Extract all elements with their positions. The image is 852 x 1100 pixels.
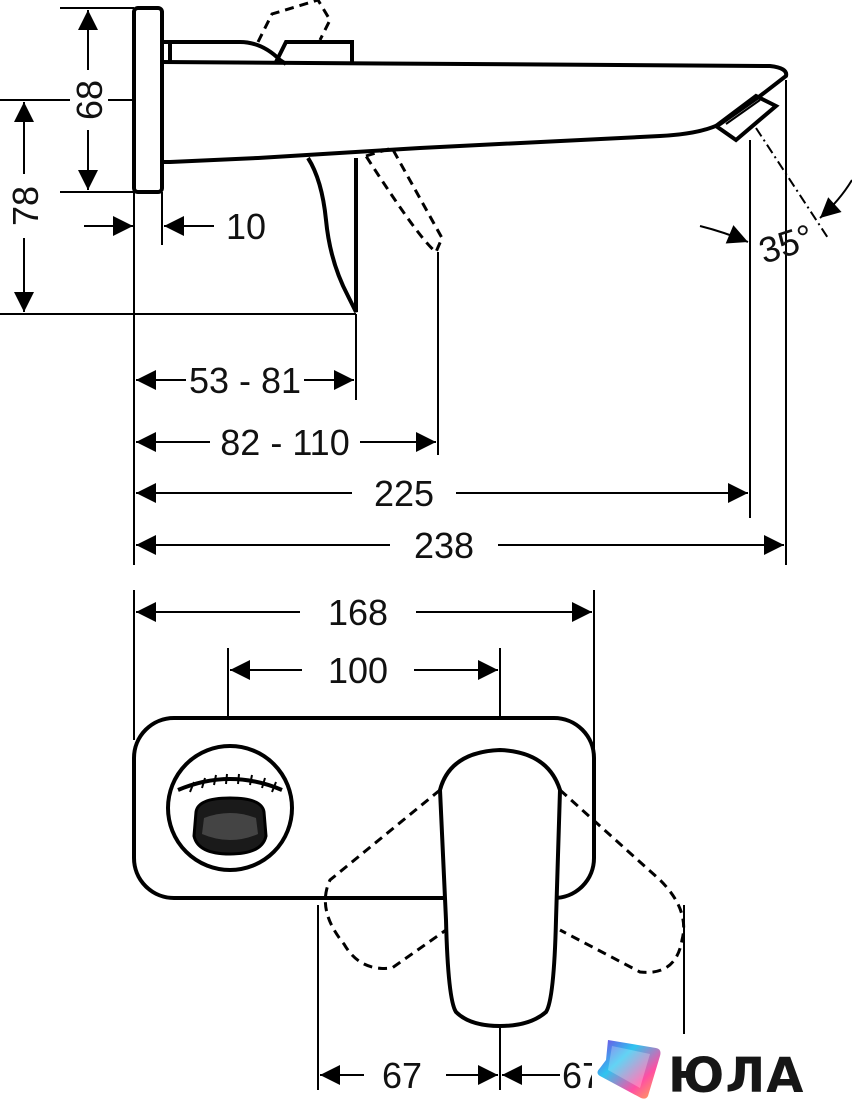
- dim-225-label: 225: [374, 473, 434, 514]
- angle-35-label: 35°: [754, 216, 818, 272]
- dim-82-110-label: 82 - 110: [220, 422, 349, 463]
- dim-10-label: 10: [226, 206, 266, 247]
- yula-brand-text: ЮЛА: [668, 1048, 804, 1100]
- lever-top-view: [437, 747, 563, 1029]
- spout: [161, 60, 789, 164]
- dim-53-81-label: 53 - 81: [189, 360, 301, 401]
- dim-67-left-label: 67: [382, 1055, 422, 1096]
- dim-100-label: 100: [328, 650, 388, 691]
- aerator: [712, 93, 780, 143]
- yula-star-icon: [597, 1040, 661, 1099]
- lever-handle: [306, 156, 358, 313]
- dim-238-label: 238: [414, 525, 474, 566]
- top-view: 168 100 6: [132, 590, 686, 1097]
- side-view: 68 78 10 53 - 81 82 - 110 225 238 35°: [0, 0, 852, 567]
- lever-top: [274, 40, 354, 63]
- yula-watermark: ЮЛА: [592, 1034, 852, 1100]
- dim-168-label: 168: [328, 592, 388, 633]
- wall-plate: [132, 6, 164, 194]
- dim-68-label: 68: [69, 80, 110, 120]
- dim-78-label: 78: [5, 186, 46, 226]
